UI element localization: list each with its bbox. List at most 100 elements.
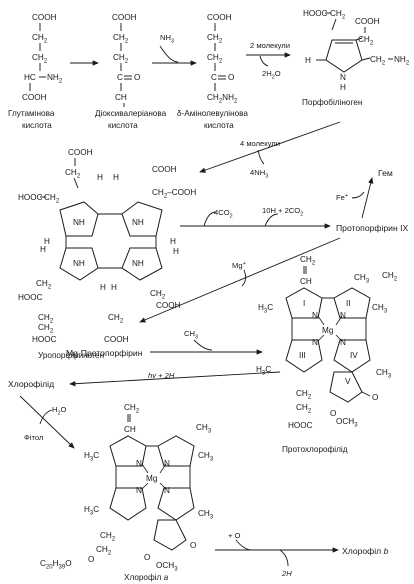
h2o-curve	[259, 55, 269, 67]
dioxo-ch2-2: CH2	[113, 53, 129, 65]
protoporphyrin-ix-label: Протопорфірин IX	[336, 223, 408, 233]
protochl-n2: N	[340, 311, 346, 320]
dioxo-label-1: Діоксивалеріанова	[95, 109, 167, 118]
hv-2h: hv + 2H	[148, 371, 175, 380]
four-nh3: 4NH3	[250, 168, 268, 180]
protochl-och3: OCH3	[336, 417, 358, 429]
dioxo-o: O	[134, 73, 140, 82]
arrow-proto-to-heme	[361, 177, 374, 219]
protochl-n1: N	[312, 311, 318, 320]
uro-nh3: NH	[73, 259, 85, 268]
chla-ch3-tr: CH3	[196, 423, 212, 435]
ring-II: II	[346, 299, 351, 308]
uro-label: Уропорфіриноген	[38, 351, 104, 360]
nh3-curve	[159, 45, 179, 63]
chla-o-keto: O	[190, 541, 196, 550]
chla-ch: CH	[124, 425, 136, 434]
uro-cooh-br: COOH	[156, 301, 181, 310]
chla-n1: N	[136, 459, 142, 468]
chlorophyll-a-label: Хлорофіл a	[124, 573, 169, 582]
protochl-ch-isobutyl: CH2	[382, 271, 398, 283]
ala-o: O	[228, 73, 234, 82]
ala-ch2-1: CH2	[207, 33, 223, 45]
pbg-nh-h: H	[340, 83, 346, 92]
ala-cooh: COOH	[207, 13, 232, 22]
uro-cooh-top: COOH	[68, 148, 93, 157]
chla-h3c-1: H3C	[84, 451, 99, 463]
h2o-curve-2	[39, 409, 53, 425]
protochl-o-ester: O	[330, 409, 336, 418]
glu-nh2: NH2	[47, 73, 63, 85]
ala-label-1: δ-Амінолевулінова	[177, 109, 248, 118]
protochl-ch: CH	[300, 277, 312, 286]
chlorophyllide-label: Хлорофілід	[8, 379, 54, 389]
arrow-chlide-to-chla	[19, 395, 75, 449]
chla-mg: Mg	[146, 474, 158, 483]
nh3-curve-2	[257, 149, 265, 165]
ring-I: I	[303, 299, 305, 308]
ala-label-2: кислота	[204, 121, 234, 130]
pbg-ch2-top: CH2	[330, 9, 346, 21]
chla-ch2-top: CH2	[124, 403, 140, 415]
uro-ch2-left: CH2	[44, 193, 60, 205]
glu-label-1: Глутамінова	[8, 109, 55, 118]
uro-nh2: NH	[132, 218, 144, 227]
uroporphyrinogen-structure: COOH CH2 HOOC CH2 H H CH2–COOH COOH NH N…	[18, 148, 196, 360]
pbg-h: H	[305, 56, 311, 65]
uro-h8: H	[111, 283, 117, 292]
glu-cooh-bottom: COOH	[22, 93, 47, 102]
dioxo-label-2: кислота	[108, 121, 138, 130]
two-h-release: 2H	[281, 569, 292, 578]
uro-ch2-br: CH2	[150, 289, 166, 301]
ring-III: III	[299, 351, 306, 360]
uro-nh1: NH	[73, 218, 85, 227]
arrow-pbg-to-uro	[199, 121, 341, 173]
protochlorophyllide-label: Протохлорофілід	[282, 445, 348, 454]
chlorophyll-b-label: Хлорофіл b	[342, 546, 389, 556]
protochl-hooc: HOOC	[288, 421, 313, 430]
protochl-n4: N	[340, 338, 346, 347]
uro-ch2-bottom: CH2	[38, 313, 54, 325]
h2o-release: H2O	[52, 405, 67, 417]
co2-curve	[203, 211, 217, 227]
uro-ch2-top: CH2	[65, 168, 81, 180]
chla-och3: OCH3	[156, 561, 178, 573]
protochl-o-keto: O	[372, 393, 378, 402]
reagent-nh3: NH3	[160, 33, 174, 45]
plus-o: + O	[228, 531, 241, 540]
ala-structure: COOH CH2 CH2 C O CH2NH2 δ-Амінолевулінов…	[177, 13, 248, 130]
protochl-h3c-1: H3C	[258, 303, 273, 315]
protochl-ch2-1: CH2	[296, 389, 312, 401]
uro-hooc-bottom: HOOC	[32, 335, 57, 344]
arrow-proto-to-mgproto	[139, 237, 341, 323]
pbg-ch2nh2: CH2	[370, 55, 386, 67]
two-molecules: 2 молекули	[250, 41, 290, 50]
uro-hooc-left: HOOC	[18, 193, 43, 202]
two-h2o: 2H2O	[262, 69, 281, 81]
mg-curve	[241, 269, 247, 287]
pbg-n: N	[340, 73, 346, 82]
dioxovaleric-acid-structure: COOH CH2 CH2 C O CH Діоксивалеріанова ки…	[95, 13, 167, 130]
chla-n2: N	[164, 459, 170, 468]
ten-h-curve	[264, 213, 279, 227]
dioxo-ch2-1: CH2	[113, 33, 129, 45]
protochlorophyllide-structure: CH2 CH N N N N Mg I II III IV V H3C CH3 …	[256, 255, 398, 454]
protochl-mg: Mg	[322, 326, 334, 335]
ala-ch2nh2: CH2NH2	[207, 93, 238, 105]
mg-protoporphyrin-label: Mg-Протопорфірин	[66, 348, 143, 358]
reagent-mg: Mg+	[232, 261, 246, 270]
o-curve	[235, 539, 253, 551]
chla-h3c-2: H3C	[84, 505, 99, 517]
glu-hc: HC	[24, 73, 36, 82]
protochl-n3: N	[312, 338, 318, 347]
glu-ch2-2: CH2	[32, 53, 48, 65]
protochl-ch3-r: CH3	[372, 303, 388, 315]
arrow-protochl-to-chlide	[69, 371, 281, 387]
pbg-ch2-right: CH2	[358, 35, 374, 47]
heme-label: Гем	[378, 168, 393, 178]
uro-h7: H	[100, 283, 106, 292]
ch3-curve	[193, 339, 213, 351]
phytol: Фітол	[24, 433, 43, 442]
ten-h-two-co2: 10H + 2CO2	[262, 206, 303, 218]
chla-ch3-br: CH3	[198, 509, 214, 521]
